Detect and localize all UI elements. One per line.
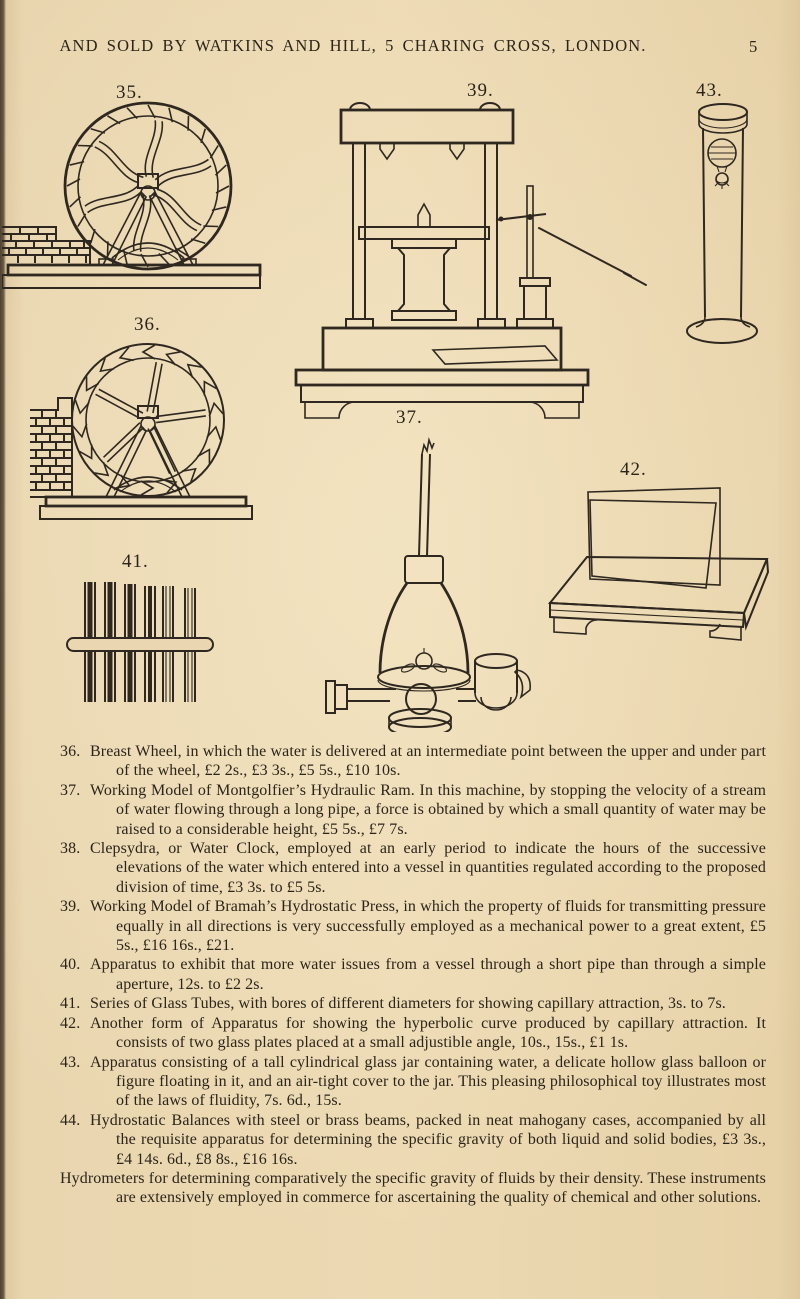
catalog-entry-36: 36. Breast Wheel, in which the water is d…	[60, 742, 766, 781]
entry-number: 39.	[60, 898, 81, 916]
catalog-entry-42: 42. Another form of Apparatus for showing…	[60, 1014, 766, 1053]
catalog-entry-41: 41. Series of Glass Tubes, with bores of …	[60, 994, 766, 1013]
entry-text: Hydrostatic Balances with steel or brass…	[90, 1111, 766, 1168]
figure-36-label: 36.	[134, 314, 161, 335]
page-number: 5	[749, 37, 758, 56]
entry-text: Another form of Apparatus for showing th…	[90, 1014, 766, 1052]
brickwork-hatching	[30, 410, 72, 491]
bell-jar-dome	[378, 582, 470, 674]
catalog-entry-37: 37. Working Model of Montgolfier’s Hydrau…	[60, 781, 766, 839]
masonry-steps-outline	[30, 397, 73, 498]
glass-plate-front	[589, 499, 717, 589]
entry-number: 43.	[60, 1053, 81, 1071]
catalog-entry-40: 40. Apparatus to exhibit that more water …	[60, 955, 766, 994]
catalog-entry-39: 39. Working Model of Bramah’s Hydrostatic…	[60, 897, 766, 955]
entry-number: 38.	[60, 840, 81, 858]
entry-text: Hydrometers for determining comparativel…	[60, 1169, 766, 1207]
entry-number: 44.	[60, 1111, 81, 1129]
catalog-entry-38: 38. Clepsydra, or Water Clock, employed a…	[60, 839, 766, 897]
entry-number: 37.	[60, 781, 81, 799]
tube-holder-bar	[66, 637, 214, 652]
figure-35-label: 35.	[116, 82, 143, 103]
spout	[513, 669, 532, 700]
glass-jar-diver-engraving	[686, 103, 758, 344]
breast-wheel-engraving	[30, 343, 253, 520]
entry-number: 42.	[60, 1014, 81, 1032]
entry-text: Working Model of Bramah’s Hydrostatic Pr…	[90, 898, 766, 955]
catalog-entry-44: 44. Hydrostatic Balances with steel or br…	[60, 1111, 766, 1169]
figure-39-label: 39.	[467, 80, 494, 101]
figure-41-label: 41.	[122, 551, 149, 572]
wheel-rim-chevrons	[71, 344, 225, 496]
figure-43-label: 43.	[696, 80, 723, 101]
hydrostatic-press-engraving	[294, 102, 647, 419]
capillary-tubes-engraving	[66, 582, 214, 702]
entry-number: 41.	[60, 995, 81, 1013]
entry-text: Working Model of Montgolfier’s Hydraulic…	[90, 781, 766, 838]
overshot-water-wheel-engraving	[2, 101, 262, 289]
capillary-plates-engraving	[547, 487, 770, 641]
catalog-entry-hydrometers: Hydrometers for determining comparativel…	[60, 1169, 766, 1208]
entry-text: Apparatus to exhibit that more water iss…	[90, 956, 766, 993]
figure-37-label: 37.	[396, 407, 423, 428]
entry-text: Apparatus consisting of a tall cylindric…	[90, 1053, 766, 1110]
entry-text: Series of Glass Tubes, with bores of dif…	[90, 995, 726, 1013]
figure-42-label: 42.	[620, 459, 647, 480]
entry-number: 36.	[60, 743, 81, 760]
pump-handle	[538, 227, 632, 277]
brickwork-hatching	[2, 227, 90, 263]
entry-text: Clepsydra, or Water Clock, employed at a…	[90, 840, 766, 896]
entry-number: 40.	[60, 956, 81, 974]
glass-plate-back	[587, 487, 721, 586]
catalog-entry-43: 43. Apparatus consisting of a tall cylind…	[60, 1053, 766, 1111]
running-header: AND SOLD BY WATKINS AND HILL, 5 CHARING …	[59, 36, 647, 55]
scanned-page-edge	[0, 0, 6, 1299]
hydraulic-ram-engraving	[325, 437, 532, 732]
entry-text: Breast Wheel, in which the water is deli…	[90, 743, 766, 780]
catalog-text-block: 36. Breast Wheel, in which the water is d…	[60, 742, 766, 1208]
